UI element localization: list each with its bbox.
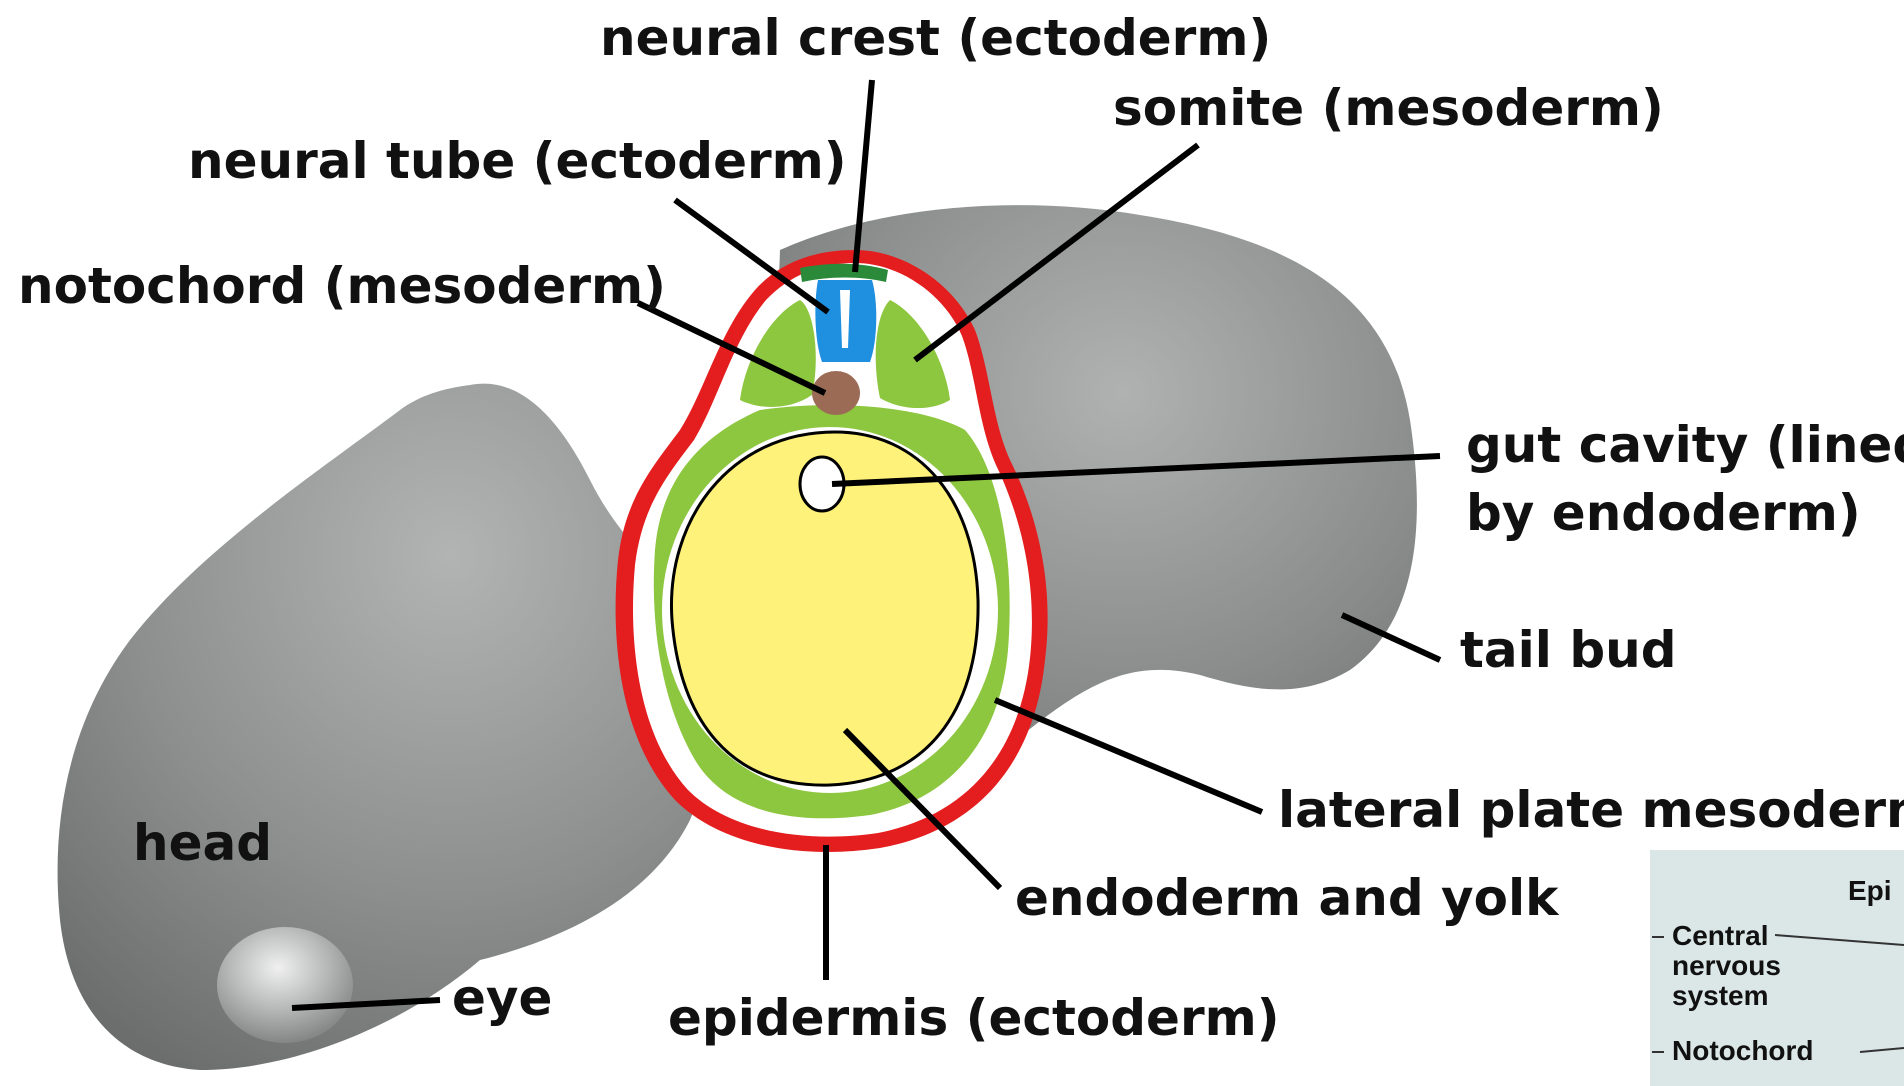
label-tail-bud: tail bud — [1460, 621, 1677, 679]
label-notochord: notochord (mesoderm) — [18, 257, 666, 315]
label-eye: eye — [452, 969, 552, 1027]
inset-label-notochord: Notochord — [1672, 1035, 1814, 1066]
inset-label-central-3: system — [1672, 980, 1769, 1011]
label-epidermis: epidermis (ectoderm) — [668, 989, 1280, 1047]
label-gut-cavity-line2: by endoderm) — [1466, 484, 1861, 542]
eye-shape — [217, 927, 353, 1043]
head-body-shape — [58, 384, 713, 1070]
label-gut-cavity-line1: gut cavity (lined — [1466, 416, 1904, 474]
label-somite: somite (mesoderm) — [1113, 79, 1664, 137]
label-lateral-plate-mesoderm: lateral plate mesoderm — [1278, 781, 1904, 839]
inset-label-epi: Epi — [1848, 875, 1892, 906]
leader-lateral-plate — [995, 700, 1262, 812]
label-neural-crest: neural crest (ectoderm) — [600, 9, 1271, 67]
inset-label-central-1: Central — [1672, 920, 1768, 951]
label-neural-tube: neural tube (ectoderm) — [188, 132, 847, 190]
label-head: head — [133, 814, 272, 872]
inset-label-central-2: nervous — [1672, 950, 1781, 981]
label-endoderm-and-yolk: endoderm and yolk — [1015, 869, 1560, 927]
